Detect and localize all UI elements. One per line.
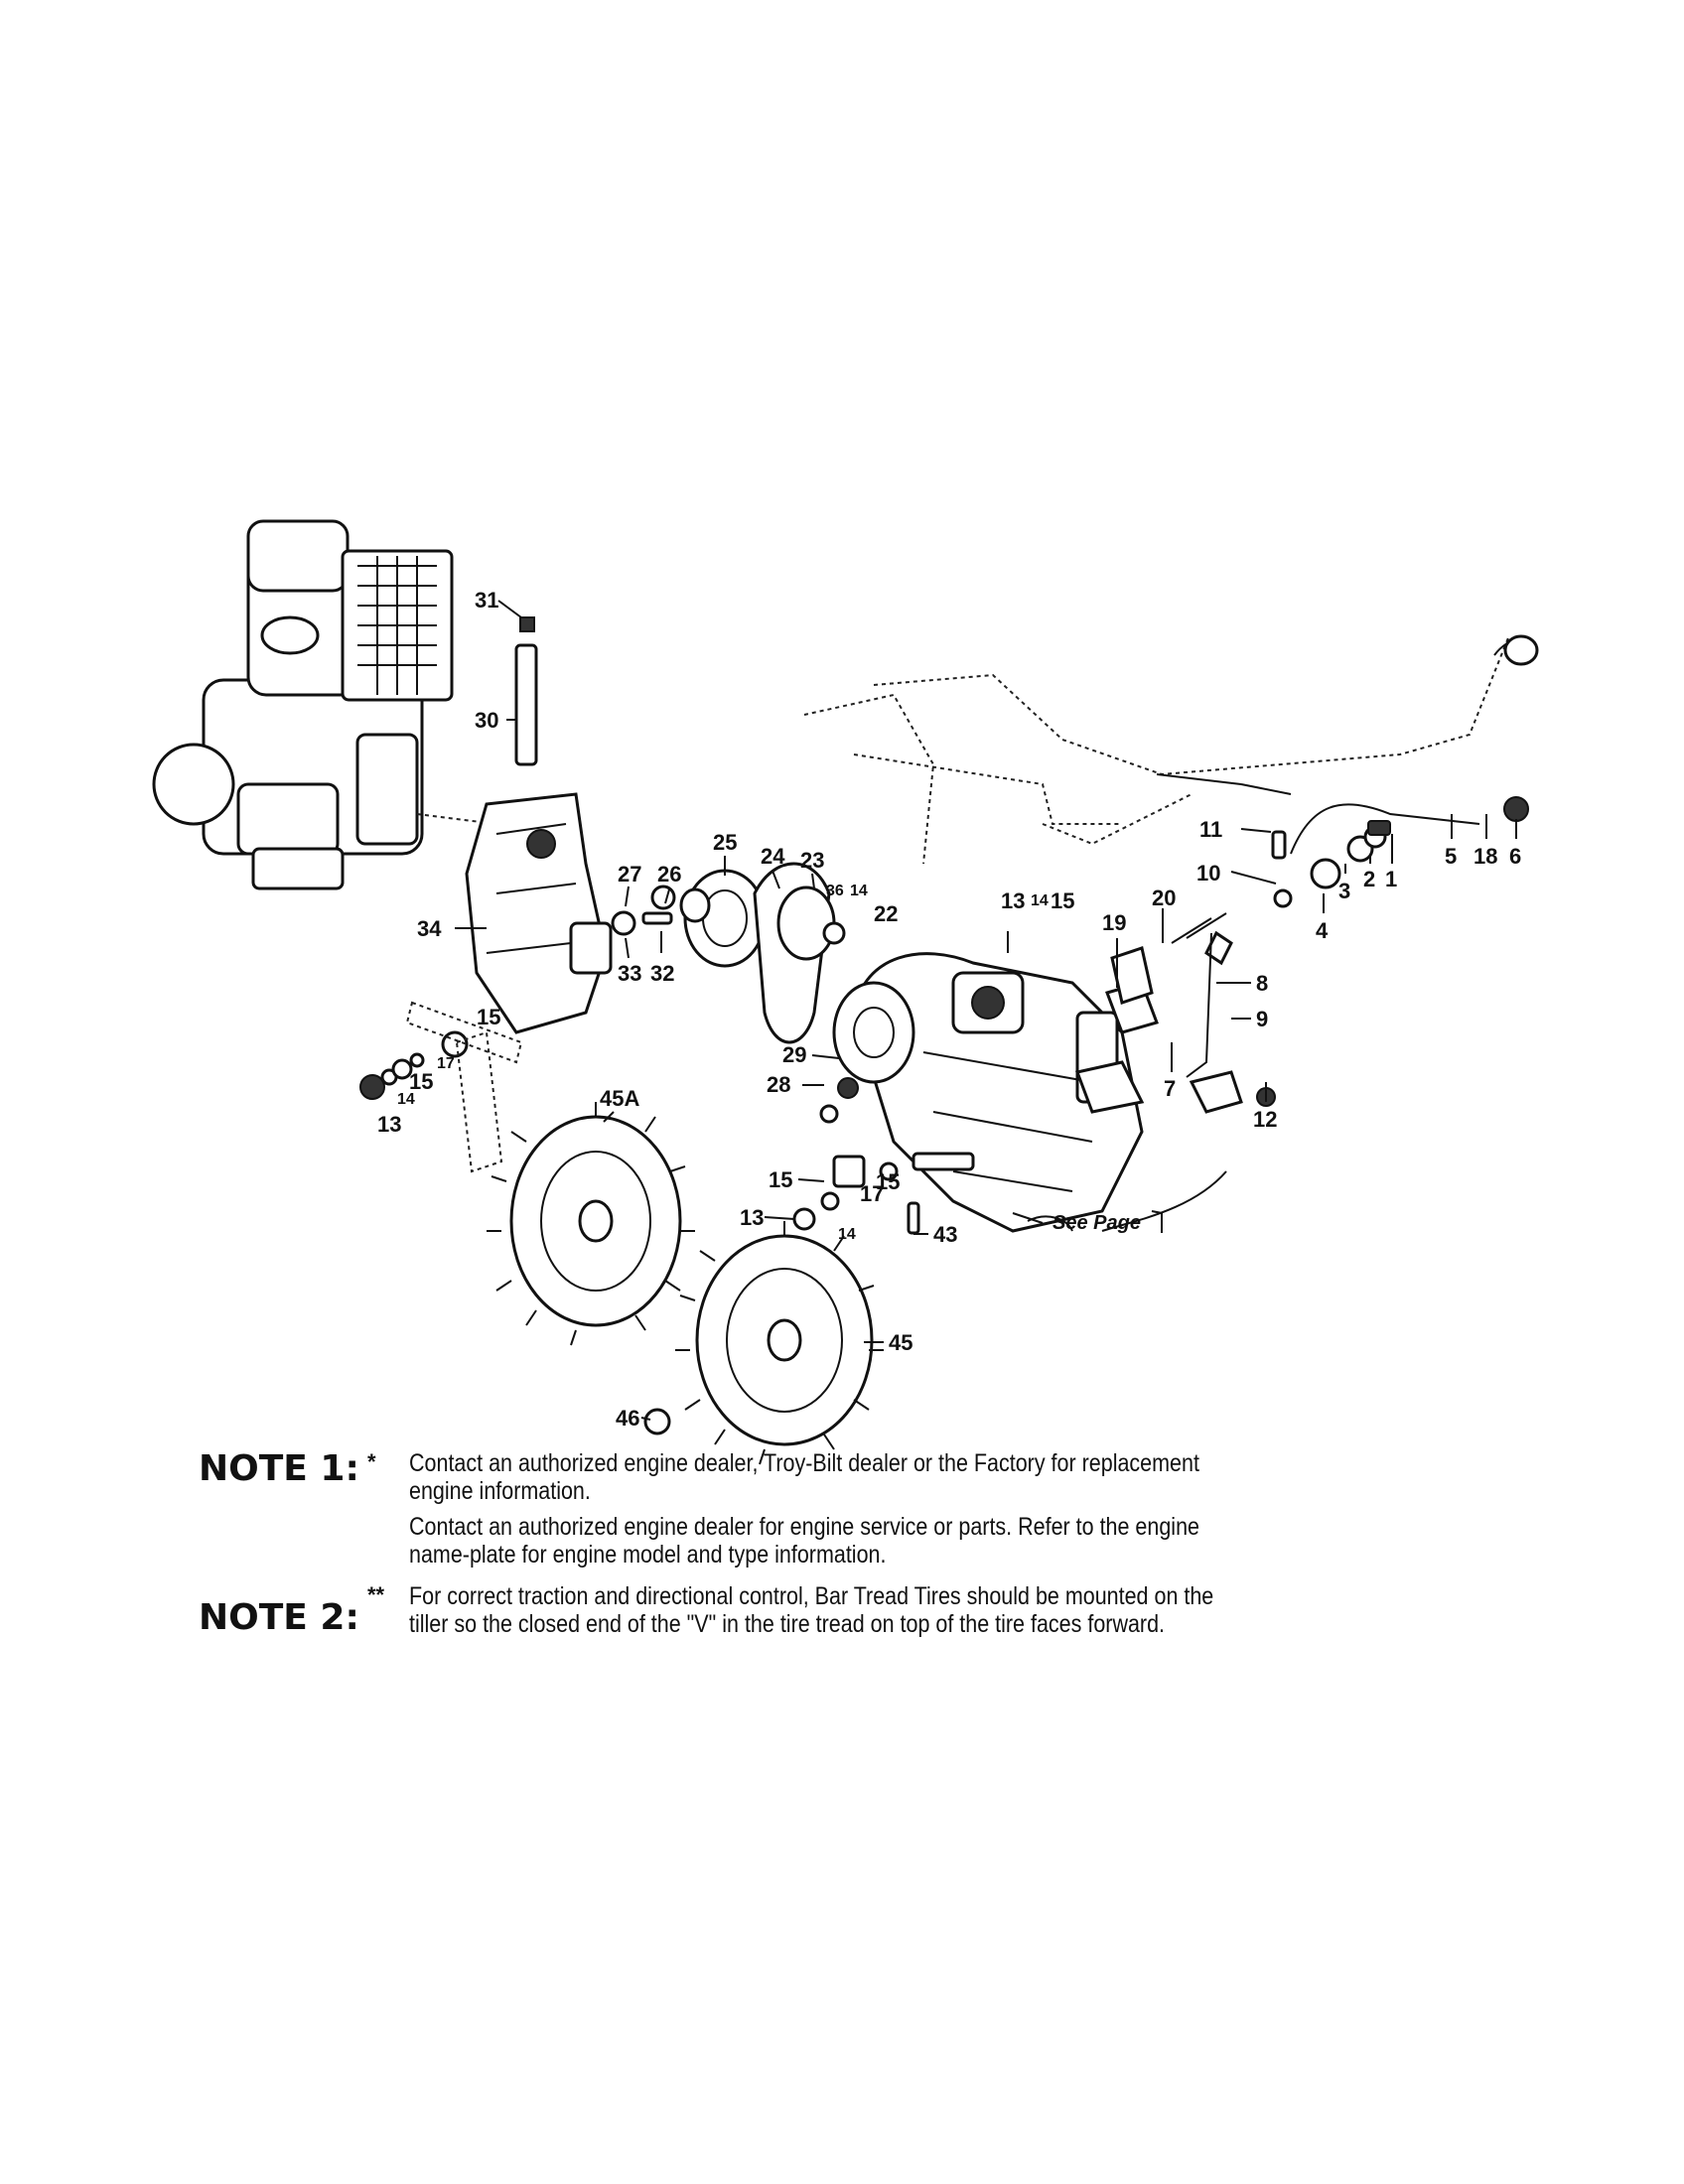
callout-32: 32 bbox=[650, 961, 674, 986]
callout-13-axle: 13 bbox=[740, 1205, 764, 1230]
callout-15-top: 15 bbox=[1051, 888, 1074, 913]
note-2-label: NOTE 2: bbox=[199, 1597, 359, 1638]
engine-mount-bracket bbox=[465, 792, 613, 1034]
callout-5: 5 bbox=[1445, 844, 1457, 869]
see-page-reference: See Page bbox=[1052, 1212, 1141, 1234]
control-linkage-parts bbox=[1101, 796, 1529, 1232]
shaft-bolt bbox=[514, 616, 538, 766]
callout-34: 34 bbox=[417, 916, 442, 941]
callout-14-axle: 14 bbox=[838, 1226, 856, 1243]
callout-23: 23 bbox=[800, 848, 824, 873]
note-1-asterisk: * bbox=[367, 1449, 376, 1474]
callout-4: 4 bbox=[1316, 918, 1329, 943]
callout-labels: 31 30 34 27 26 25 24 23 36 14 22 33 32 1… bbox=[377, 588, 1521, 1431]
wheel-45 bbox=[643, 1221, 884, 1465]
callout-8: 8 bbox=[1256, 971, 1268, 996]
note-2-asterisk: ** bbox=[367, 1582, 385, 1607]
note-2: NOTE 2: ** For correct traction and dire… bbox=[199, 1582, 1390, 1646]
callout-15-bracket: 15 bbox=[477, 1005, 500, 1029]
callout-26: 26 bbox=[657, 862, 681, 887]
callout-14-pulley: 14 bbox=[850, 883, 868, 899]
callout-22: 22 bbox=[874, 901, 898, 926]
note-1-label: NOTE 1: bbox=[199, 1448, 359, 1489]
callout-17-axle: 17 bbox=[860, 1181, 884, 1206]
callout-13-top: 13 bbox=[1001, 888, 1025, 913]
callout-19: 19 bbox=[1102, 910, 1126, 935]
callout-43: 43 bbox=[933, 1222, 957, 1247]
callout-46: 46 bbox=[616, 1406, 639, 1431]
note-1-body: Contact an authorized engine dealer, Tro… bbox=[409, 1449, 1253, 1576]
notes-section: NOTE 1: * Contact an authorized engine d… bbox=[199, 1449, 1390, 1652]
callout-18: 18 bbox=[1474, 844, 1497, 869]
callout-25: 25 bbox=[713, 830, 737, 855]
callout-7: 7 bbox=[1164, 1076, 1176, 1101]
leader-lines bbox=[455, 600, 1517, 1421]
callout-1: 1 bbox=[1385, 867, 1397, 891]
callout-10: 10 bbox=[1196, 861, 1220, 886]
callout-36: 36 bbox=[826, 883, 844, 899]
callout-17-left: 17 bbox=[437, 1055, 455, 1072]
callout-15-left: 15 bbox=[409, 1069, 433, 1094]
note-1-line-2: Contact an authorized engine dealer for … bbox=[409, 1513, 1199, 1569]
callout-28: 28 bbox=[767, 1072, 790, 1097]
callout-14-left: 14 bbox=[397, 1091, 415, 1108]
handlebar-frame bbox=[803, 634, 1539, 865]
note-1: NOTE 1: * Contact an authorized engine d… bbox=[199, 1449, 1390, 1576]
note-2-line-1: For correct traction and directional con… bbox=[409, 1582, 1214, 1638]
callout-15-axle-left: 15 bbox=[769, 1167, 792, 1192]
callout-9: 9 bbox=[1256, 1007, 1268, 1031]
callout-30: 30 bbox=[475, 708, 498, 733]
callout-29: 29 bbox=[782, 1042, 806, 1067]
callout-33: 33 bbox=[618, 961, 641, 986]
callout-14-top: 14 bbox=[1031, 892, 1049, 909]
engine-illustration bbox=[152, 519, 497, 890]
callout-6: 6 bbox=[1509, 844, 1521, 869]
callout-31: 31 bbox=[475, 588, 498, 613]
callout-2: 2 bbox=[1363, 867, 1375, 891]
callout-45a: 45A bbox=[600, 1086, 639, 1111]
pulley-assembly bbox=[679, 862, 846, 1044]
callout-13-left: 13 bbox=[377, 1112, 401, 1137]
callout-15-axle-right: 15 bbox=[876, 1169, 900, 1194]
callout-3: 3 bbox=[1338, 879, 1350, 903]
wheel-45a bbox=[487, 1102, 695, 1346]
small-hardware-left bbox=[359, 885, 676, 1173]
note-1-line-1: Contact an authorized engine dealer, Tro… bbox=[409, 1449, 1199, 1505]
callout-24: 24 bbox=[761, 844, 785, 869]
axle-hardware bbox=[792, 1077, 1073, 1235]
see-page-bracket bbox=[1151, 1210, 1163, 1233]
callout-45: 45 bbox=[889, 1330, 912, 1355]
callout-11: 11 bbox=[1199, 817, 1222, 842]
note-2-body: For correct traction and directional con… bbox=[409, 1582, 1253, 1646]
callout-20: 20 bbox=[1152, 886, 1176, 910]
callout-27: 27 bbox=[618, 862, 641, 887]
callout-12: 12 bbox=[1253, 1107, 1277, 1132]
